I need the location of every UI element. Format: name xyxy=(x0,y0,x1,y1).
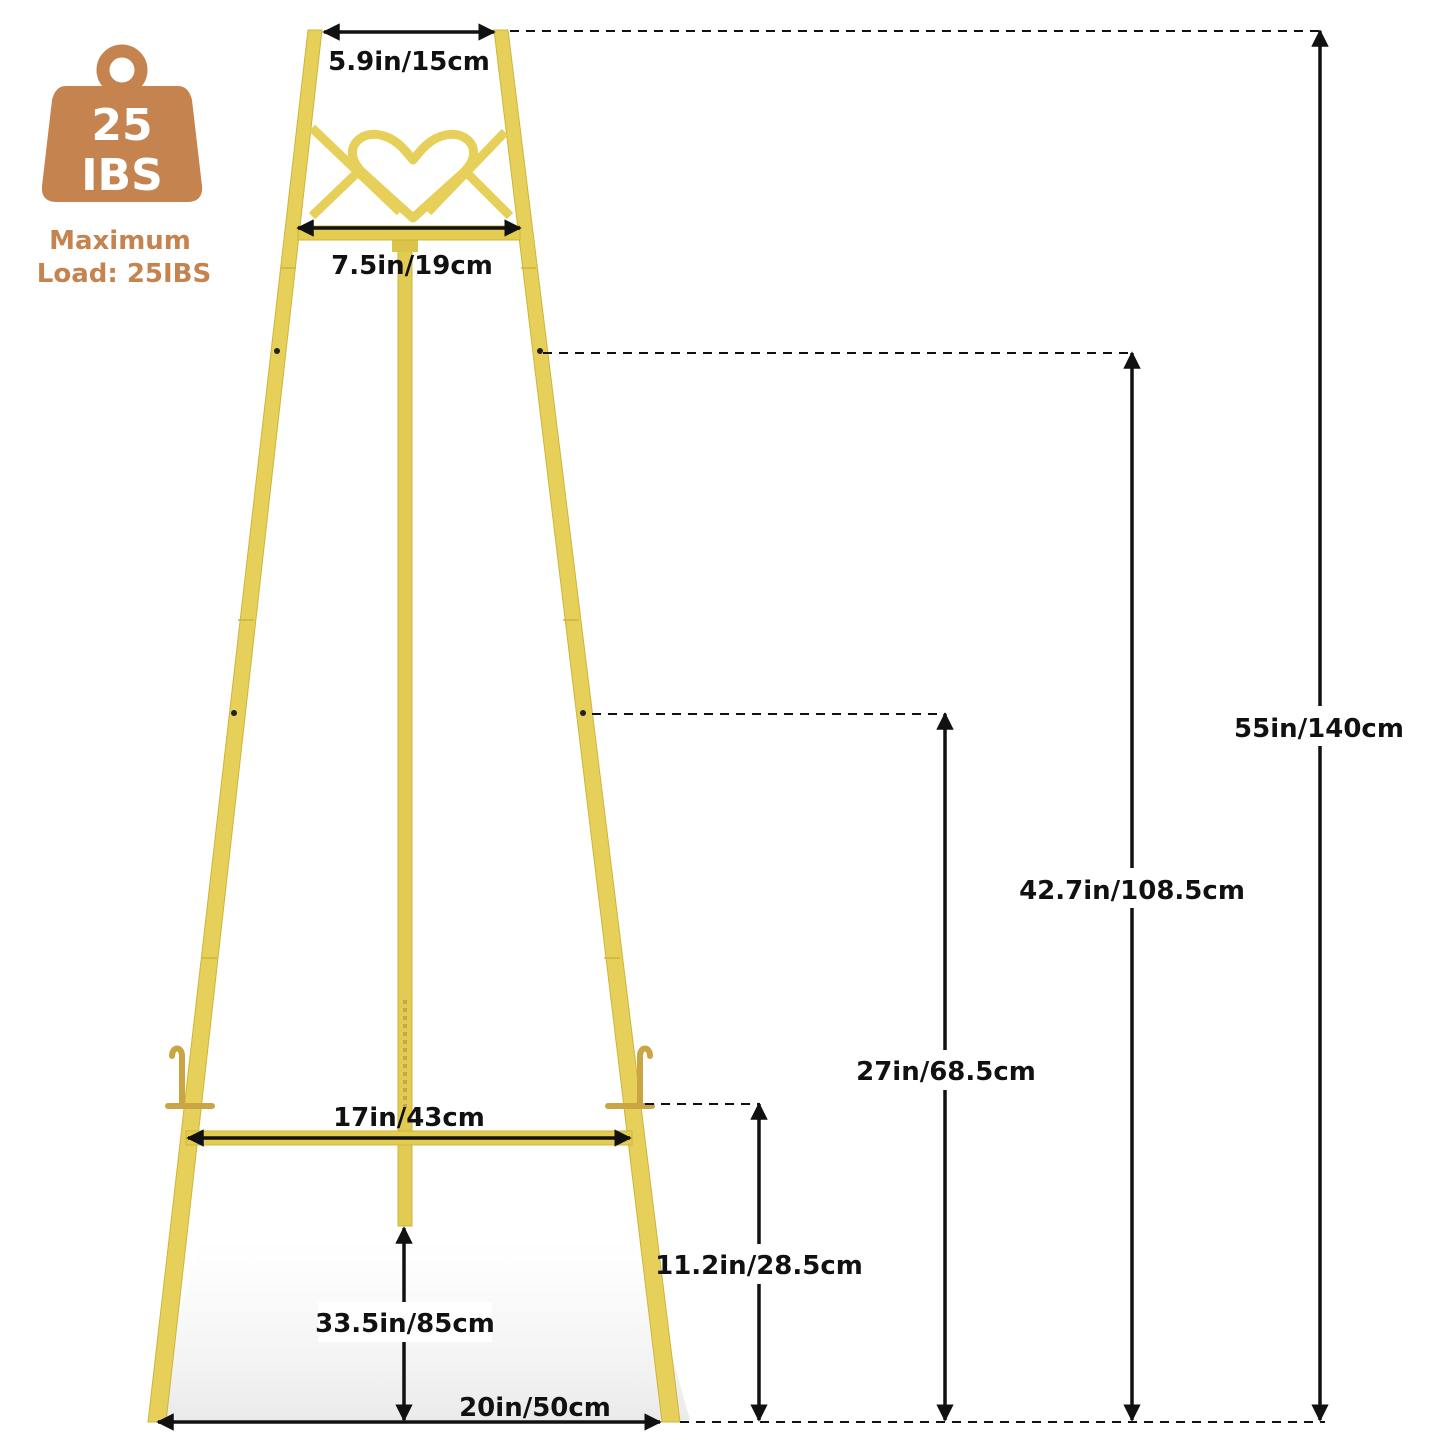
weight-icon xyxy=(41,86,203,202)
badge-caption-line1: Maximum xyxy=(49,226,191,256)
label-base-width: 20in/50cm xyxy=(459,1393,611,1423)
badge-number: 25 xyxy=(91,100,152,151)
label-top-width: 5.9in/15cm xyxy=(328,47,490,77)
peg-hole xyxy=(580,710,586,716)
label-ledge-width: 7.5in/19cm xyxy=(331,251,493,281)
label-rear-clearance: 33.5in/85cm xyxy=(315,1309,495,1339)
badge-caption-line2: Load: 25IBS xyxy=(37,259,211,289)
label-lower-peg-height: 27in/68.5cm xyxy=(856,1057,1036,1087)
easel-frame xyxy=(147,29,681,1423)
rear-leg xyxy=(397,239,413,1227)
peg-hole xyxy=(274,348,280,354)
left-hook xyxy=(165,1045,215,1109)
peg-hole xyxy=(537,348,543,354)
label-tray-width: 17in/43cm xyxy=(333,1103,485,1133)
badge-unit: IBS xyxy=(81,150,163,201)
right-hook xyxy=(605,1045,655,1109)
label-tray-height: 11.2in/28.5cm xyxy=(655,1251,863,1281)
label-total-height: 55in/140cm xyxy=(1234,714,1404,744)
dimension-labels: 5.9in/15cm 7.5in/19cm 17in/43cm 20in/50c… xyxy=(315,47,1404,1423)
dimension-guides xyxy=(510,30,1325,1423)
weight-icon-handle xyxy=(96,44,148,96)
peg-hole xyxy=(231,710,237,716)
weight-badge: 25 IBS Maximum Load: 25IBS xyxy=(37,44,211,289)
heart-ornament xyxy=(308,124,514,223)
label-upper-peg-height: 42.7in/108.5cm xyxy=(1019,876,1245,906)
right-leg xyxy=(493,29,681,1423)
